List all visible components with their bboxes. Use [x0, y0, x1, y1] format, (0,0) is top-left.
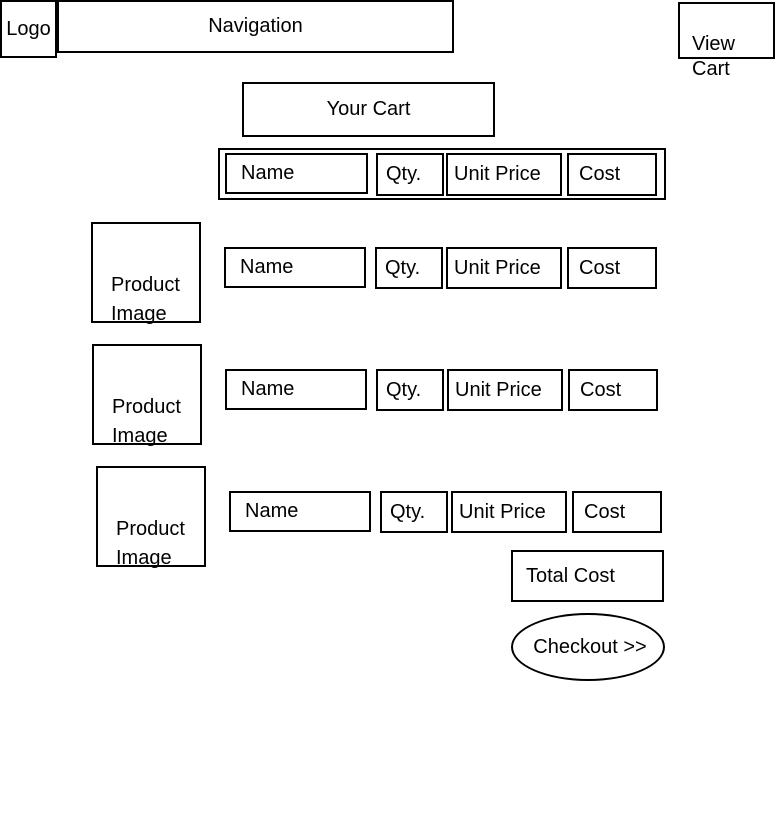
logo[interactable]: Logo [0, 0, 57, 58]
item-unit-price: Unit Price [446, 247, 562, 289]
page-title: Your Cart [242, 82, 495, 137]
column-header-cost: Cost [567, 153, 657, 196]
column-header-name: Name [225, 153, 368, 194]
product-image-label: Product Image [111, 274, 180, 325]
column-header-qty: Qty. [376, 153, 444, 196]
navigation-bar[interactable]: Navigation [57, 0, 454, 53]
view-cart-label: View Cart [692, 33, 735, 80]
view-cart-button[interactable]: View Cart [678, 2, 775, 80]
cart-title-label: Your Cart [326, 98, 411, 120]
product-image-label: Product Image [116, 518, 185, 569]
item-quantity[interactable]: Qty. [376, 369, 444, 411]
column-header-frame [218, 148, 666, 200]
item-cost: Cost [568, 369, 658, 411]
total-cost-label: Total Cost [526, 564, 615, 587]
checkout-button[interactable]: Checkout >> [511, 613, 665, 681]
item-quantity[interactable]: Qty. [375, 247, 443, 289]
product-image-label: Product Image [112, 396, 181, 447]
item-name: Name [224, 247, 366, 288]
item-unit-price: Unit Price [447, 369, 563, 411]
item-name: Name [229, 491, 371, 532]
product-image: Product Image [96, 466, 206, 569]
total-cost: Total Cost [511, 550, 664, 602]
item-name: Name [225, 369, 367, 410]
column-header-unit-price: Unit Price [446, 153, 562, 196]
item-unit-price: Unit Price [451, 491, 567, 533]
item-cost: Cost [567, 247, 657, 289]
logo-label: Logo [6, 17, 51, 40]
item-quantity[interactable]: Qty. [380, 491, 448, 533]
navigation-label: Navigation [208, 15, 303, 37]
product-image: Product Image [92, 344, 202, 447]
product-image: Product Image [91, 222, 201, 325]
item-cost: Cost [572, 491, 662, 533]
